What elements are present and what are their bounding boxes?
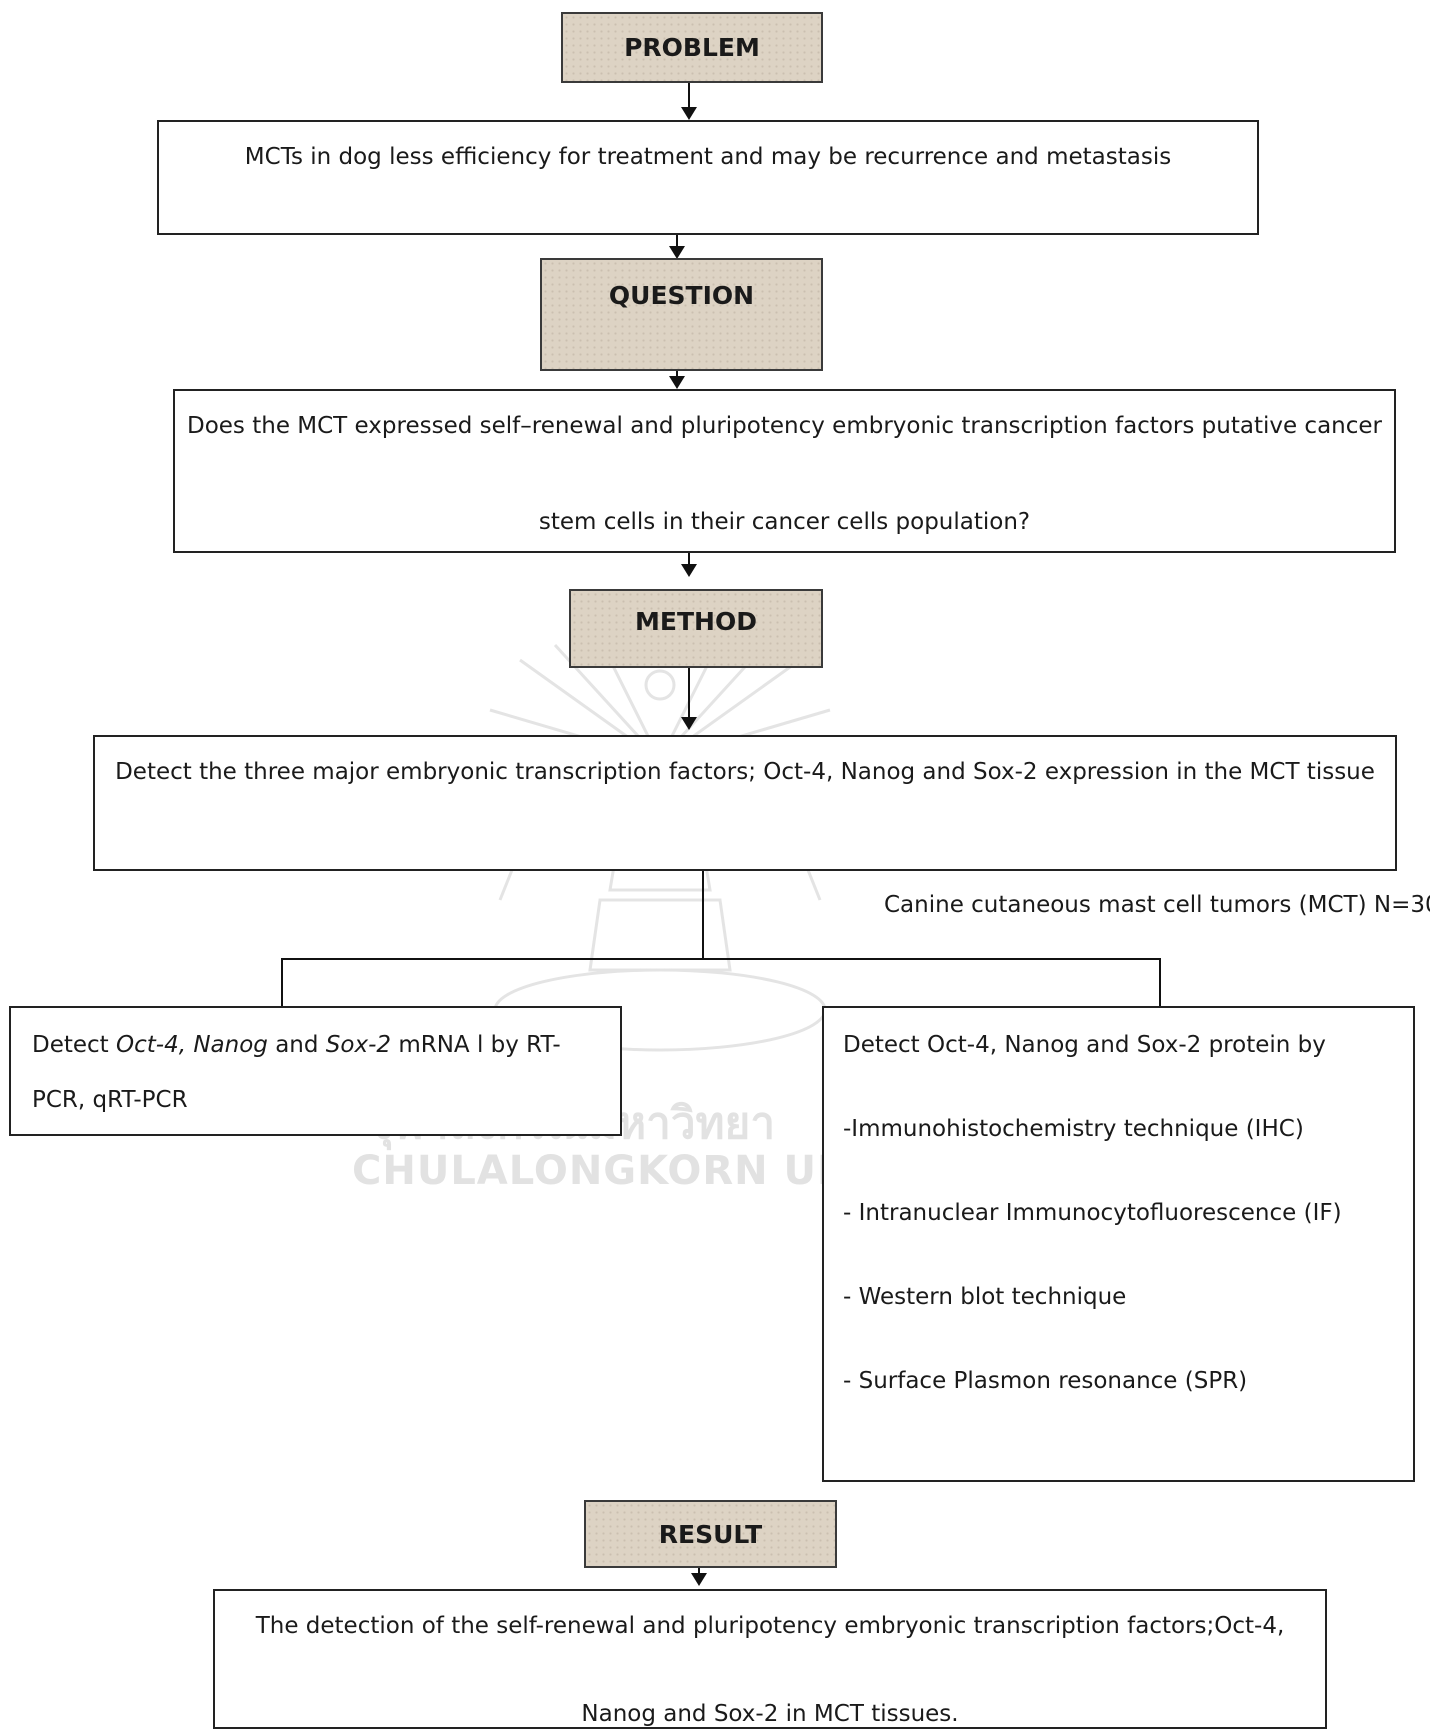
branch-right-drop: [1159, 958, 1161, 1006]
arrow-question-shaft: [676, 235, 678, 247]
arrow-question-box-shaft: [676, 371, 678, 377]
branch-left-drop: [281, 958, 283, 1008]
arrow-method-box-head: [681, 717, 697, 730]
protein-title: Detect Oct-4, Nanog and Sox-2 protein by: [843, 1032, 1326, 1058]
protein-detection-box: Detect Oct-4, Nanog and Sox-2 protein by…: [822, 1006, 1415, 1482]
arrow-problem-shaft: [688, 83, 690, 108]
arrow-method-shaft: [688, 553, 690, 565]
protein-item-ihc: -Immunohistochemistry technique (IHC): [843, 1116, 1304, 1142]
arrow-result-shaft: [698, 1568, 700, 1574]
arrow-method-head: [681, 564, 697, 577]
result-box: The detection of the self-renewal and pl…: [213, 1589, 1327, 1729]
method-header: METHOD: [569, 589, 823, 668]
branch-vertical-line: [702, 871, 704, 959]
problem-box: MCTs in dog less efficiency for treatmen…: [157, 120, 1259, 235]
question-header: QUESTION: [540, 258, 823, 371]
method-box: Detect the three major embryonic transcr…: [93, 735, 1397, 871]
mrna-prefix: Detect: [32, 1032, 117, 1058]
question-text-line2: stem cells in their cancer cells populat…: [538, 509, 1031, 535]
question-box: Does the MCT expressed self–renewal and …: [173, 389, 1396, 553]
sample-note: Canine cutaneous mast cell tumors (MCT) …: [884, 892, 1430, 918]
mrna-suffix: mRNA l by RT-: [391, 1032, 561, 1058]
problem-header: PROBLEM: [561, 12, 823, 83]
branch-horizontal-line: [281, 958, 1161, 960]
mrna-gene3: Sox-2: [325, 1032, 392, 1058]
mrna-text-line2: PCR, qRT-PCR: [32, 1087, 188, 1113]
method-text: Detect the three major embryonic transcr…: [115, 759, 1375, 785]
mrna-text-line1: Detect Oct-4, Nanog and Sox-2 mRNA l by …: [32, 1032, 561, 1060]
protein-item-western-blot: - Western blot technique: [843, 1284, 1127, 1310]
arrow-result-head: [691, 1573, 707, 1586]
question-label: QUESTION: [608, 281, 755, 310]
protein-item-if: - Intranuclear Immunocytofluorescence (I…: [843, 1200, 1342, 1226]
problem-text: MCTs in dog less efficiency for treatmen…: [244, 144, 1172, 170]
method-label: METHOD: [635, 607, 757, 636]
arrow-method-box-shaft-2: [688, 668, 690, 718]
mrna-detection-box: Detect Oct-4, Nanog and Sox-2 mRNA l by …: [9, 1006, 622, 1136]
mrna-genes: Oct-4, Nanog: [116, 1032, 268, 1058]
result-header: RESULT: [584, 1500, 837, 1568]
problem-label: PROBLEM: [624, 33, 760, 62]
mrna-and: and: [267, 1032, 326, 1058]
arrow-question-head: [669, 246, 685, 259]
arrow-question-box-head: [669, 376, 685, 389]
arrow-problem-head: [681, 107, 697, 120]
result-label: RESULT: [658, 1519, 763, 1549]
result-text-line1: The detection of the self-renewal and pl…: [255, 1613, 1285, 1639]
protein-item-spr: - Surface Plasmon resonance (SPR): [843, 1368, 1248, 1394]
result-text-line2: Nanog and Sox-2 in MCT tissues.: [581, 1701, 959, 1727]
question-text-line1: Does the MCT expressed self–renewal and …: [187, 413, 1382, 439]
